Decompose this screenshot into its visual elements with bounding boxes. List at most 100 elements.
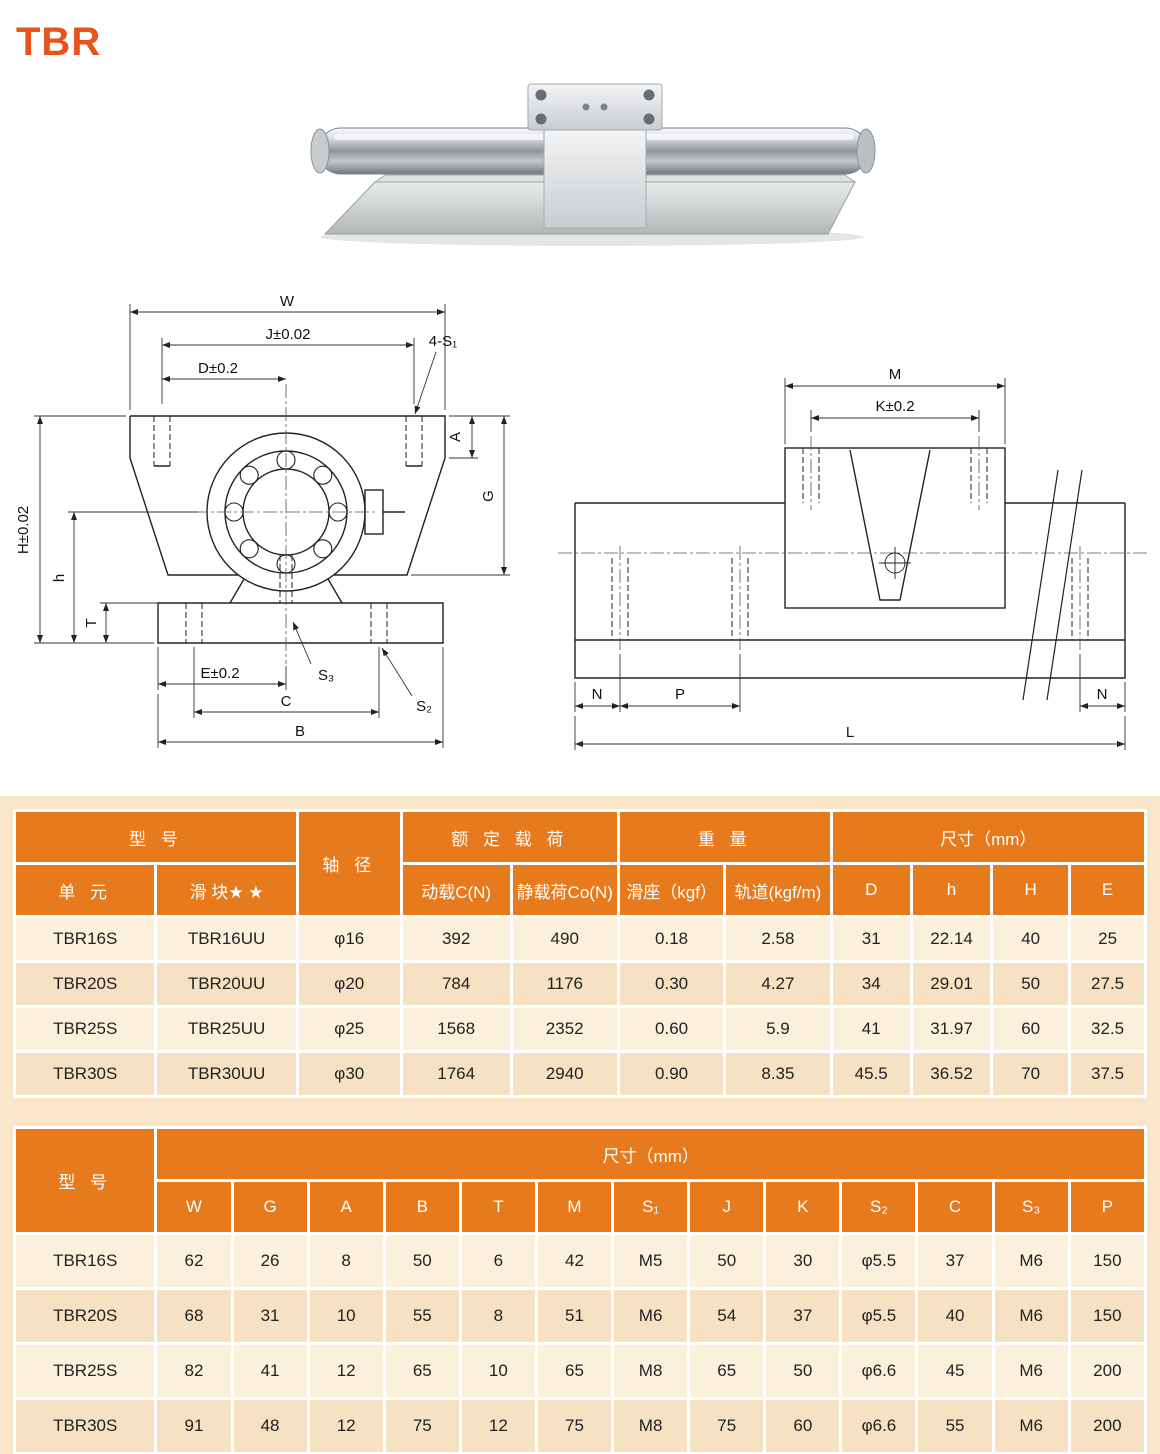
header-dim-d: D (829, 862, 913, 918)
header-col-s3: S₃ (991, 1179, 1071, 1235)
table-cell: 2940 (509, 1050, 620, 1098)
spec-table-load-weight: 型 号 轴 径 额 定 载 荷 重 量 尺寸（mm） 单 元 滑 块★ ★ 动载… (12, 809, 1148, 1098)
front-body-outline (129, 415, 446, 644)
header-rated-load-group: 额 定 载 荷 (399, 809, 620, 865)
dim-label-l: L (846, 724, 854, 741)
header-col-m: M (534, 1179, 615, 1235)
table-cell: 50 (687, 1232, 767, 1290)
table-cell: 51 (534, 1287, 615, 1345)
table-cell: TBR20UU (154, 960, 299, 1008)
table-cell: 0.30 (616, 960, 727, 1008)
dim-label-k: K±0.2 (875, 398, 914, 415)
table-cell: 42 (534, 1232, 615, 1290)
table-cell: 2.58 (723, 915, 833, 963)
table-cell: 41 (829, 1005, 913, 1053)
header-col-p: P (1067, 1179, 1148, 1235)
table-cell: TBR25S (12, 1342, 158, 1400)
table-cell: TBR20S (12, 1287, 158, 1345)
table-cell: 41 (230, 1342, 310, 1400)
table-cell: 65 (382, 1342, 462, 1400)
header-model-group: 型 号 (13, 809, 299, 865)
table-cell: 200 (1067, 1397, 1148, 1454)
table-cell: φ6.6 (839, 1397, 919, 1454)
table-cell: 45 (915, 1342, 995, 1400)
dim-label-h-cap: H±0.02 (15, 506, 32, 554)
table-cell: 2352 (509, 1005, 620, 1053)
table-cell: 31 (829, 915, 913, 963)
table-cell: 55 (382, 1287, 462, 1345)
header-carriage-weight: 滑座（kgf） (616, 862, 727, 918)
table-cell: 91 (154, 1397, 234, 1454)
table-cell: TBR25UU (154, 1005, 299, 1053)
table-cell: 37.5 (1068, 1050, 1147, 1098)
header-rail-weight: 轨道(kgf/m) (723, 862, 833, 918)
table-cell: 0.18 (616, 915, 727, 963)
table-cell: 8 (306, 1232, 386, 1290)
table-cell: 55 (915, 1397, 995, 1454)
table-cell: M6 (991, 1287, 1071, 1345)
spec-tables-section: 型 号 轴 径 额 定 载 荷 重 量 尺寸（mm） 单 元 滑 块★ ★ 动载… (0, 796, 1160, 1454)
header-model: 型 号 (12, 1126, 158, 1235)
table-cell: 12 (306, 1342, 386, 1400)
header-slider: 滑 块★ ★ (154, 862, 299, 918)
side-dim-labels: M K±0.2 N P N L (592, 366, 1108, 741)
table-cell: M8 (611, 1342, 691, 1400)
dim-label-h-low: h (51, 574, 68, 582)
table-cell: TBR20S (12, 960, 158, 1008)
side-center-lines (558, 436, 1147, 650)
table-cell: 10 (458, 1342, 538, 1400)
table-cell: TBR16S (12, 915, 158, 963)
dim-label-t: T (83, 618, 100, 627)
table-cell: φ25 (295, 1005, 403, 1053)
side-body-outline (574, 447, 1126, 679)
table-cell: 27.5 (1068, 960, 1147, 1008)
front-center-lines (194, 384, 378, 664)
table-cell: 37 (763, 1287, 843, 1345)
table-cell: 0.60 (616, 1005, 727, 1053)
table-cell: 6 (458, 1232, 538, 1290)
table-cell: 200 (1067, 1342, 1148, 1400)
dim-label-s2: S₂ (416, 698, 432, 715)
dim-label-4s1: 4-S₁ (429, 333, 457, 350)
header-col-b: B (382, 1179, 462, 1235)
table-cell: 0.90 (616, 1050, 727, 1098)
dim-label-e: E±0.2 (200, 665, 239, 682)
side-hidden-lines (611, 448, 1089, 640)
table-cell: 68 (154, 1287, 234, 1345)
table-cell: 40 (915, 1287, 995, 1345)
table-gap (13, 1098, 1147, 1126)
table-cell: TBR30S (12, 1397, 158, 1454)
header-dimensions-mm: 尺寸（mm） (154, 1126, 1147, 1182)
table-cell: 1176 (509, 960, 620, 1008)
table-cell: 1568 (399, 1005, 513, 1053)
side-view-drawing: M K±0.2 N P N L (558, 366, 1147, 750)
header-col-s2: S₂ (839, 1179, 919, 1235)
table-cell: 65 (534, 1342, 615, 1400)
dim-label-m: M (889, 366, 902, 383)
table-cell: 34 (829, 960, 913, 1008)
table-cell: 26 (230, 1232, 310, 1290)
product-photo (310, 83, 876, 246)
front-dimension-lines (34, 304, 510, 748)
table-cell: 784 (399, 960, 513, 1008)
side-break-lines (1022, 469, 1083, 701)
header-col-a: A (306, 1179, 386, 1235)
dim-label-b: B (295, 723, 305, 740)
header-col-w: W (154, 1179, 234, 1235)
header-dim-h-low: h (909, 862, 994, 918)
table-cell: 392 (399, 915, 513, 963)
table1-sub-header-row: 单 元 滑 块★ ★ 动载C(N) 静载荷Co(N) 滑座（kgf） 轨道(kg… (12, 862, 1147, 918)
table-cell: 490 (509, 915, 620, 963)
table-cell: 75 (534, 1397, 615, 1454)
dim-label-w: W (280, 293, 295, 310)
table1-group-header-row: 型 号 轴 径 额 定 载 荷 重 量 尺寸（mm） (13, 809, 1148, 918)
front-view-drawing: W J±0.02 D±0.2 4-S₁ A G H±0.02 h T E±0.2… (15, 293, 510, 748)
table-cell: TBR16S (12, 1232, 158, 1290)
dim-label-c: C (281, 693, 292, 710)
table-cell: 50 (763, 1342, 843, 1400)
